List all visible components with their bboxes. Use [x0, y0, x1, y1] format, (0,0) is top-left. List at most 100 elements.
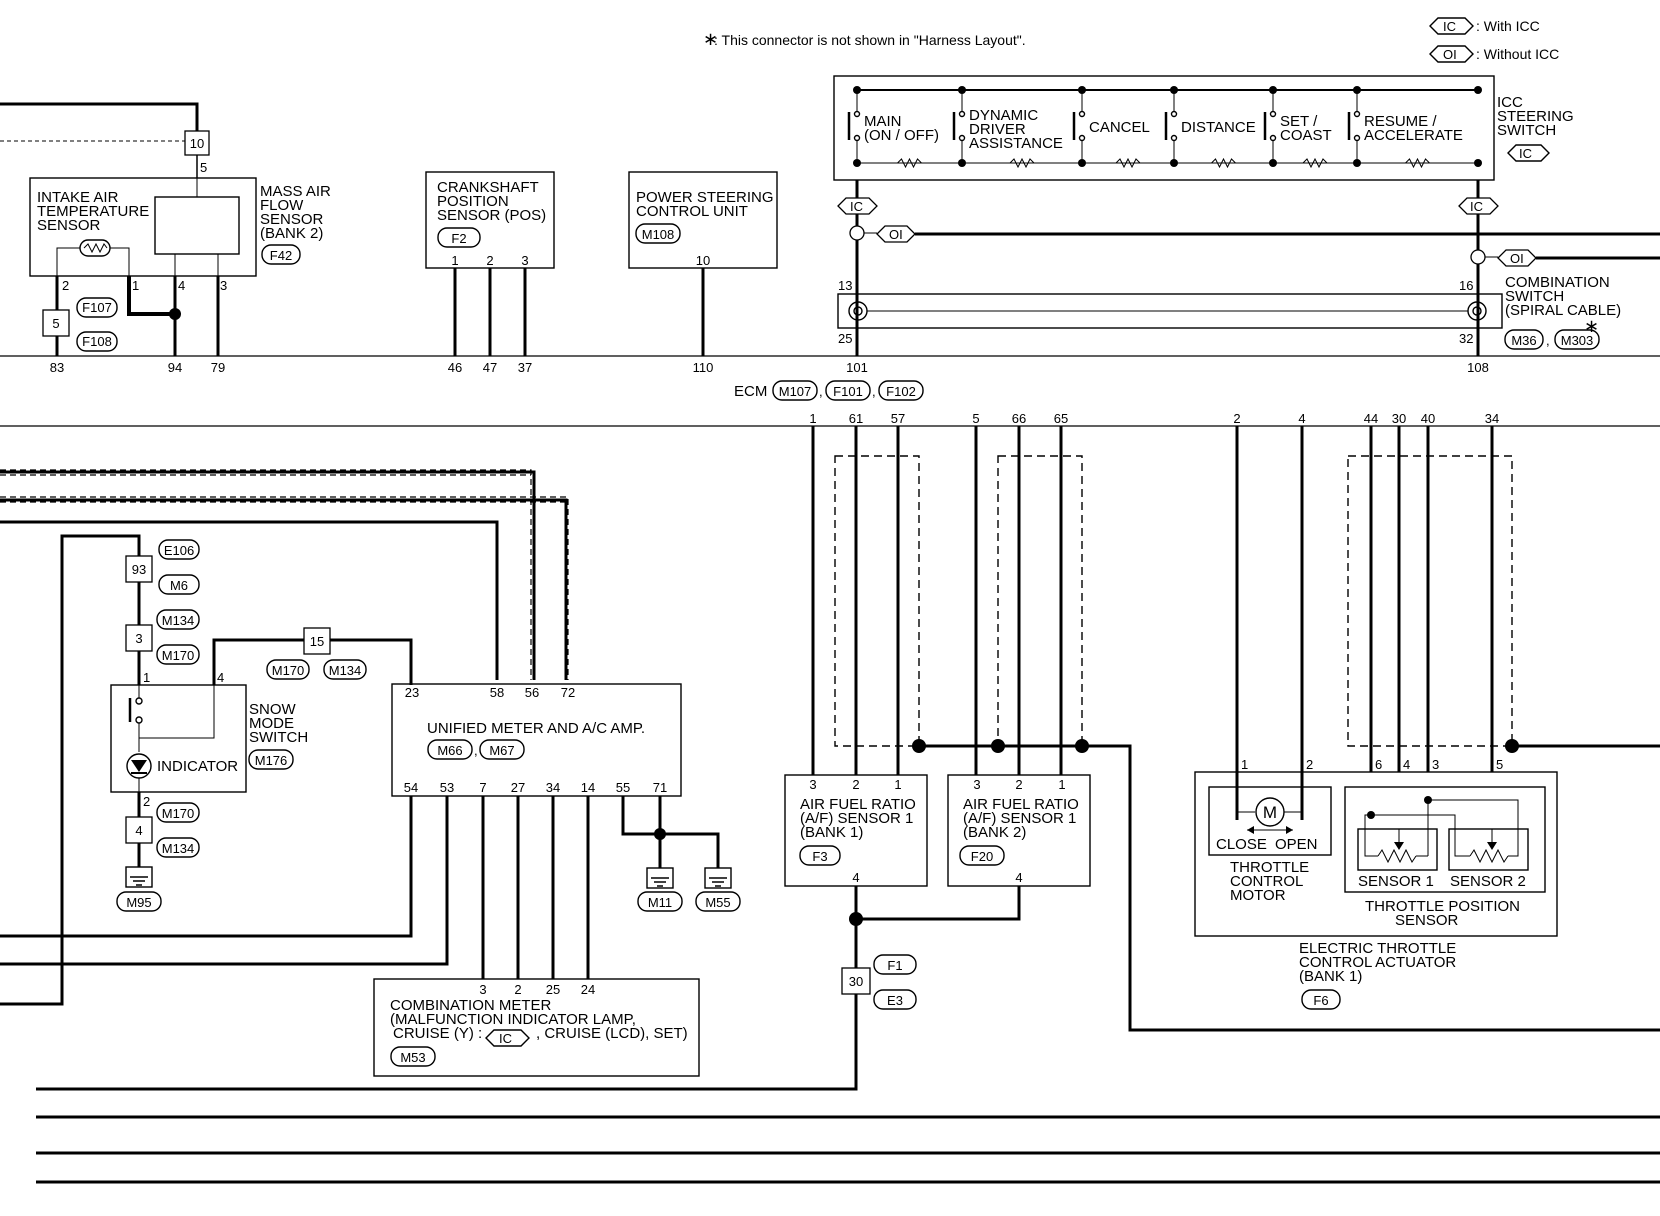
- svg-text:ICC: ICC: [1497, 94, 1523, 111]
- resistor-icon: [1211, 157, 1236, 169]
- svg-text:M170: M170: [162, 806, 195, 821]
- svg-text:UNIFIED METER AND A/C AMP.: UNIFIED METER AND A/C AMP.: [427, 720, 645, 737]
- svg-text:CRANKSHAFT: CRANKSHAFT: [437, 179, 539, 196]
- maf-jbox: 5: [52, 316, 59, 331]
- svg-text:SWITCH: SWITCH: [1505, 288, 1564, 305]
- svg-text:2: 2: [852, 777, 859, 792]
- svg-text:FLOW: FLOW: [260, 197, 304, 214]
- legend-oi: OI : Without ICC: [1429, 45, 1559, 63]
- svg-text:COMBINATION: COMBINATION: [1505, 274, 1610, 291]
- svg-text:M11: M11: [648, 895, 672, 910]
- icc-switch-label: MAIN: [864, 113, 902, 130]
- svg-text:,: ,: [474, 743, 478, 758]
- ecm-pin: 94: [168, 360, 182, 375]
- svg-text:10: 10: [696, 253, 710, 268]
- svg-text:M134: M134: [162, 841, 195, 856]
- ecm-pin: 57: [891, 411, 905, 426]
- ecm-pin: 108: [1467, 360, 1489, 375]
- ecm-pin: 83: [50, 360, 64, 375]
- svg-text:SENSOR (POS): SENSOR (POS): [437, 207, 546, 224]
- svg-text:F102: F102: [886, 384, 916, 399]
- svg-text:OI: OI: [1443, 47, 1457, 62]
- svg-text:ELECTRIC THROTTLE: ELECTRIC THROTTLE: [1299, 940, 1456, 957]
- sensor2-resistor-icon: [1469, 848, 1509, 864]
- ecm-pin: 5: [972, 411, 979, 426]
- svg-text:IC: IC: [1519, 146, 1532, 161]
- svg-text:3: 3: [521, 253, 528, 268]
- svg-text:INDICATOR: INDICATOR: [157, 758, 238, 775]
- svg-text:POWER STEERING: POWER STEERING: [636, 189, 774, 206]
- crankshaft-sensor-section: CRANKSHAFT POSITION SENSOR (POS) F2 1 2 …: [425, 171, 555, 356]
- amp-pin: 7: [479, 780, 486, 795]
- icc-switch-label: (ON / OFF): [864, 127, 939, 144]
- svg-text:AIR FUEL RATIO: AIR FUEL RATIO: [800, 796, 916, 813]
- ground-icon: [704, 867, 732, 889]
- svg-text:M6: M6: [170, 578, 188, 593]
- svg-text:∗: ∗: [1584, 316, 1599, 336]
- snow-mode-section: 93 E106 M6 3 M134 M170 15 M170 M134 1 4: [0, 534, 413, 1006]
- ecm-pin: 66: [1012, 411, 1026, 426]
- ckp-connector: F2: [451, 231, 466, 246]
- svg-text:M53: M53: [400, 1050, 425, 1065]
- ecm-pin: 1: [809, 411, 816, 426]
- svg-text:STEERING: STEERING: [1497, 108, 1574, 125]
- svg-text:13: 13: [838, 278, 852, 293]
- svg-text:SWITCH: SWITCH: [1497, 122, 1556, 139]
- ecm-label: ECM: [734, 383, 767, 400]
- amp-pin: 27: [511, 780, 525, 795]
- ecm-pin: 79: [211, 360, 225, 375]
- svg-text:6: 6: [1375, 757, 1382, 772]
- svg-text:2: 2: [514, 982, 521, 997]
- resistor-icon: [1405, 157, 1430, 169]
- ground-icon: [125, 866, 153, 888]
- svg-text:SENSOR 1: SENSOR 1: [1358, 873, 1434, 890]
- maf-sensor-box: [29, 177, 257, 277]
- ecm-pin: 110: [693, 360, 714, 375]
- ecm-pin: 46: [448, 360, 462, 375]
- svg-text:(BANK 1): (BANK 1): [800, 824, 863, 841]
- svg-text:4: 4: [178, 278, 185, 293]
- svg-text:M170: M170: [162, 648, 195, 663]
- svg-text:3: 3: [809, 777, 816, 792]
- svg-text:(BANK 2): (BANK 2): [963, 824, 1026, 841]
- svg-text:(BANK 1): (BANK 1): [1299, 968, 1362, 985]
- resistor-icon: [1009, 157, 1035, 169]
- svg-text:F101: F101: [833, 384, 863, 399]
- legend-oi-text: : Without ICC: [1476, 46, 1559, 62]
- header-notes: ∗ : This connector is not shown in "Harn…: [703, 17, 1559, 63]
- svg-text:OI: OI: [889, 227, 903, 242]
- svg-text:IC: IC: [1470, 199, 1483, 214]
- svg-text:(SPIRAL CABLE): (SPIRAL CABLE): [1505, 302, 1621, 319]
- snow-switch-box: [110, 684, 247, 793]
- svg-text:F107: F107: [82, 300, 112, 315]
- svg-text:CRUISE (Y) :: CRUISE (Y) :: [393, 1025, 482, 1042]
- svg-text:MASS AIR: MASS AIR: [260, 183, 331, 200]
- svg-text:POSITION: POSITION: [437, 193, 509, 210]
- svg-text:M66: M66: [437, 743, 462, 758]
- ecm-pin: 44: [1364, 411, 1378, 426]
- svg-text:CONTROL: CONTROL: [1230, 873, 1303, 890]
- svg-text:5: 5: [200, 160, 207, 175]
- pscu-connector: M108: [642, 227, 675, 242]
- unified-meter-amp: 23 58 56 72 UNIFIED METER AND A/C AMP. M…: [0, 640, 741, 979]
- icc-switch-label: DYNAMIC: [969, 107, 1038, 124]
- ecm-pin: 37: [518, 360, 532, 375]
- amp-pin: 54: [404, 780, 418, 795]
- amp-pin: 53: [440, 780, 454, 795]
- svg-text:INTAKE AIR: INTAKE AIR: [37, 189, 119, 206]
- ground-icon: [646, 867, 674, 889]
- svg-text:M107: M107: [779, 384, 812, 399]
- shielded-lines: [0, 469, 569, 680]
- legend-ic: IC : With ICC: [1429, 17, 1540, 35]
- svg-text:16: 16: [1459, 278, 1473, 293]
- svg-text:,: ,: [872, 384, 876, 399]
- amp-pin: 71: [653, 780, 667, 795]
- svg-text:IC: IC: [1443, 19, 1456, 34]
- spiral-cable-section: IC IC OI OI 13 25 16 32 COMBINATION SWIT…: [837, 180, 1660, 356]
- svg-text:2: 2: [1015, 777, 1022, 792]
- svg-text:1: 1: [1058, 777, 1065, 792]
- ecm-pin: 34: [1485, 411, 1499, 426]
- svg-text:AIR FUEL RATIO: AIR FUEL RATIO: [963, 796, 1079, 813]
